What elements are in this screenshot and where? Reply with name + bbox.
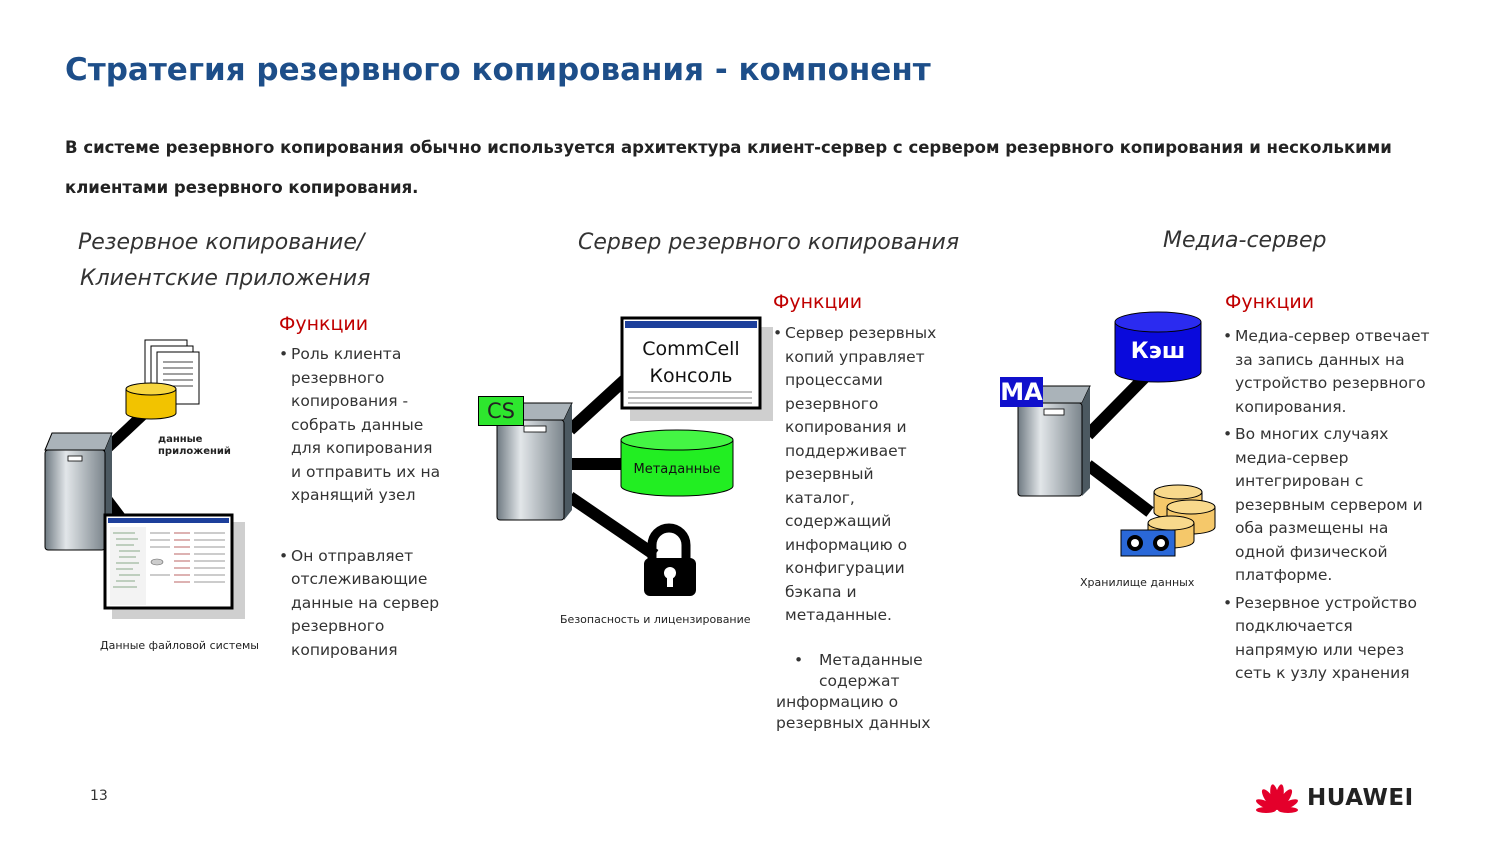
bullet-dot-icon: • [1223, 593, 1233, 612]
media-bullet-2-text: Во многих случаях медиа-сервер интегриро… [1235, 425, 1423, 584]
sub-bullet-first-text: Метаданные [819, 651, 923, 669]
storage-disks-icon [1147, 484, 1216, 549]
console-label: CommCell Консоль [627, 336, 755, 390]
console-label-line1: CommCell [642, 338, 740, 360]
media-bullet-3-text: Резервное устройство подключается напрям… [1235, 593, 1418, 683]
server-sub-bullet-line1: • Метаданные [776, 650, 946, 671]
client-functions-heading: Функции [279, 313, 369, 335]
page-number: 13 [90, 788, 108, 804]
sub-bullet-dot-icon: • [794, 651, 804, 669]
app-data-label: данные приложений [158, 434, 231, 457]
client-server-icon [44, 432, 113, 551]
media-bullet-2: •Во многих случаях медиа-сервер интегрир… [1223, 423, 1438, 588]
client-bullet-2: •Он отправляет отслеживающие данные на с… [279, 545, 447, 663]
server-bullet-1: •Сервер резервных копий управляет процес… [773, 322, 943, 628]
media-title: Медиа-сервер [1163, 228, 1327, 253]
brand-name: HUAWEI [1307, 785, 1414, 811]
bullet-dot-icon: • [1223, 425, 1233, 443]
media-bullet-3: •Резервное устройство подключается напря… [1223, 592, 1438, 686]
media-functions-heading: Функции [1225, 291, 1315, 313]
media-connector-lines [1083, 367, 1155, 517]
security-label: Безопасность и лицензирование [560, 613, 751, 626]
client-bullets: •Роль клиента резервного копирования - с… [279, 343, 447, 662]
server-sub-bullet-line2: содержат [819, 672, 900, 690]
media-bullet-1: •Медиа-сервер отвечает за запись данных … [1223, 325, 1438, 419]
fs-data-label: Данные файловой системы [100, 639, 259, 652]
server-bullet-1-text: Сервер резервных копий управляет процесс… [785, 324, 937, 624]
server-sub-bullet: • Метаданные содержат информацию о резерв… [776, 650, 946, 734]
server-connector-lines [565, 370, 659, 560]
tape-drive-icon [1120, 529, 1176, 557]
app-database-icon [125, 382, 177, 420]
cache-database-icon [1114, 311, 1202, 383]
lock-icon [644, 523, 696, 596]
cache-label: Кэш [1130, 339, 1186, 364]
bullet-dot-icon: • [1223, 327, 1233, 345]
media-bullet-1-text: Медиа-сервер отвечает за запись данных н… [1235, 327, 1430, 416]
metadata-label: Метаданные [633, 462, 721, 477]
page-title: Стратегия резервного копирования - компо… [65, 52, 931, 88]
page-subtitle: В системе резервного копирования обычно … [65, 138, 1392, 197]
server-functions-heading: Функции [773, 291, 863, 313]
bullet-dot-icon: • [773, 324, 783, 342]
server-title: Сервер резервного копирования [578, 230, 960, 255]
cs-badge: CS [478, 396, 524, 426]
client-bullet-2-text: Он отправляет отслеживающие данные на се… [291, 546, 440, 659]
huawei-logo-icon [1256, 784, 1298, 813]
media-bullets: •Медиа-сервер отвечает за запись данных … [1223, 325, 1438, 686]
console-label-line2: Консоль [649, 365, 733, 387]
client-title-line2: Клиентские приложения [80, 266, 371, 291]
bullet-dot-icon: • [279, 345, 289, 363]
file-system-screenshot-icon [103, 513, 245, 619]
commcell-console-icon [620, 316, 773, 421]
server-sub-bullet-line3: информацию о [776, 693, 899, 711]
server-bullets: •Сервер резервных копий управляет процес… [773, 322, 943, 628]
bullet-dot-icon: • [279, 546, 289, 565]
ma-badge: MA [1000, 377, 1043, 407]
client-title-line1: Резервное копирование/ [78, 230, 365, 255]
server-sub-bullet-line4: резервных данных [776, 714, 931, 732]
storage-label: Хранилище данных [1080, 576, 1195, 589]
metadata-database-icon [620, 429, 734, 497]
client-bullet-1-text: Роль клиента резервного копирования - со… [291, 345, 441, 504]
client-bullet-1: •Роль клиента резервного копирования - с… [279, 343, 447, 508]
